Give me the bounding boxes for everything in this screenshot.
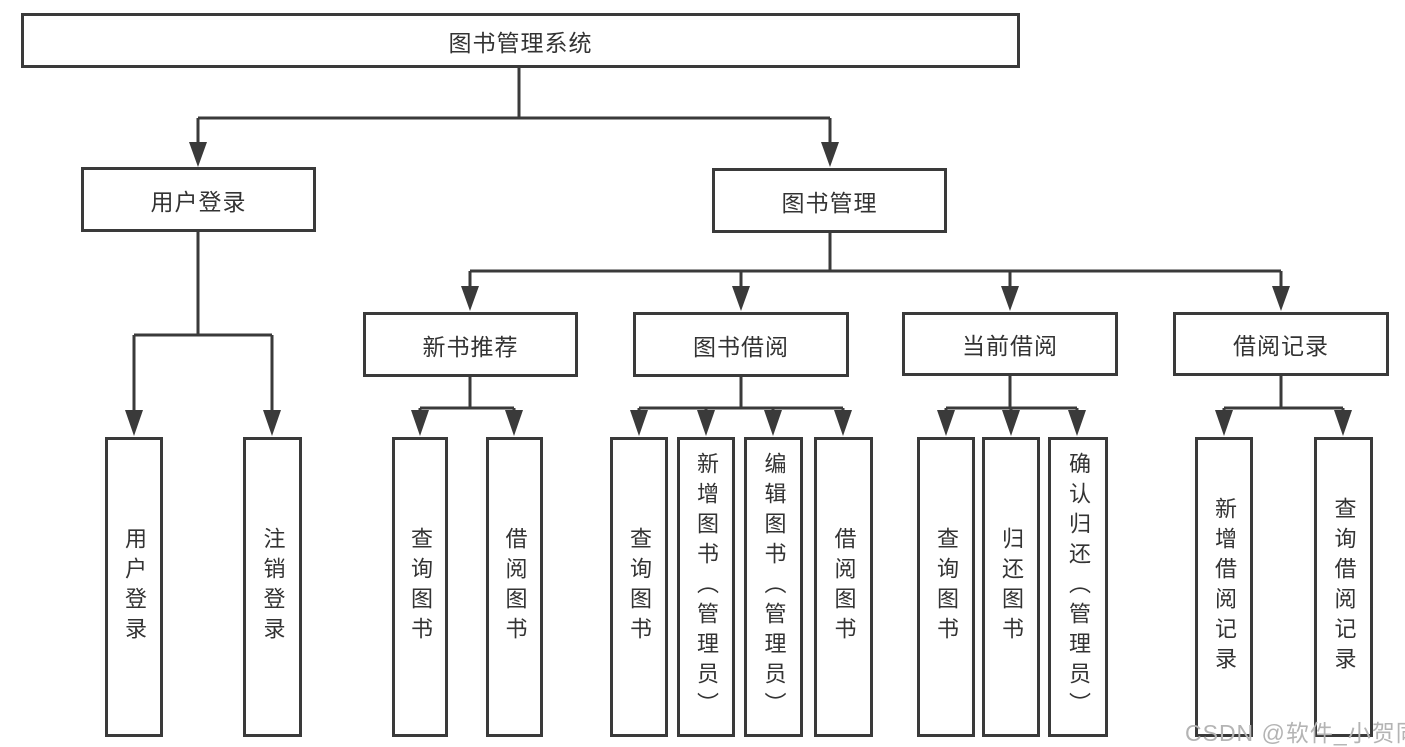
leaf-logout: 注销登录 [243, 437, 302, 737]
leaf-borrow-book-recommend: 借阅图书 [486, 437, 543, 737]
node-borrowing-records: 借阅记录 [1173, 312, 1389, 376]
node-label: 新书推荐 [422, 333, 519, 360]
connector-new-book-recommendation-children [411, 377, 523, 436]
node-new-book-recommendation: 新书推荐 [363, 312, 578, 377]
node-label: 图书管理系统 [448, 29, 593, 56]
node-label: 新增图书（管理员） [694, 452, 719, 722]
leaf-query-book-borrowing: 查询图书 [610, 437, 668, 737]
leaf-borrow-book-borrowing: 借阅图书 [814, 437, 873, 737]
leaf-query-book-current: 查询图书 [917, 437, 975, 737]
node-label: 新增借阅记录 [1212, 497, 1237, 677]
node-user-login-branch: 用户登录 [81, 167, 316, 232]
connector-borrowing-records-children [1215, 376, 1352, 436]
leaf-query-borrow-record: 查询借阅记录 [1314, 437, 1373, 737]
node-label: 归还图书 [999, 527, 1024, 647]
leaf-add-borrow-record: 新增借阅记录 [1195, 437, 1253, 737]
node-label: 借阅图书 [831, 527, 857, 647]
connector-root-to-level1 [189, 68, 839, 167]
leaf-edit-book-admin: 编辑图书（管理员） [744, 437, 803, 737]
node-label: 图书管理 [781, 189, 878, 216]
connector-user-login-children [125, 232, 281, 436]
node-label: 查询图书 [627, 527, 652, 647]
node-current-borrowing: 当前借阅 [902, 312, 1118, 376]
node-library-management-system: 图书管理系统 [21, 13, 1020, 68]
node-label: 当前借阅 [962, 333, 1058, 359]
node-label: 注销登录 [260, 527, 286, 647]
node-book-management-branch: 图书管理 [712, 168, 947, 233]
node-label: 借阅图书 [502, 527, 528, 647]
leaf-query-book-recommend: 查询图书 [392, 437, 448, 737]
connector-current-borrowing-children [937, 376, 1086, 436]
leaf-user-login: 用户登录 [105, 437, 163, 737]
node-label: 查询图书 [934, 527, 959, 647]
leaf-add-book-admin: 新增图书（管理员） [677, 437, 735, 737]
leaf-return-book: 归还图书 [982, 437, 1040, 737]
node-label: 查询图书 [408, 527, 433, 647]
node-label: 确认归还（管理员） [1066, 452, 1091, 722]
node-label: 用户登录 [150, 188, 247, 215]
node-label: 借阅记录 [1233, 333, 1329, 359]
node-label: 用户登录 [122, 527, 147, 647]
node-label: 查询借阅记录 [1331, 497, 1357, 677]
connector-book-management-sections [461, 233, 1290, 311]
node-label: 编辑图书（管理员） [761, 452, 787, 722]
watermark: CSDN @软件_小贺同学 [1185, 720, 1405, 746]
node-book-borrowing: 图书借阅 [633, 312, 849, 377]
connector-book-borrowing-children [630, 377, 852, 436]
leaf-confirm-return-admin: 确认归还（管理员） [1048, 437, 1108, 737]
node-label: 图书借阅 [693, 333, 789, 360]
